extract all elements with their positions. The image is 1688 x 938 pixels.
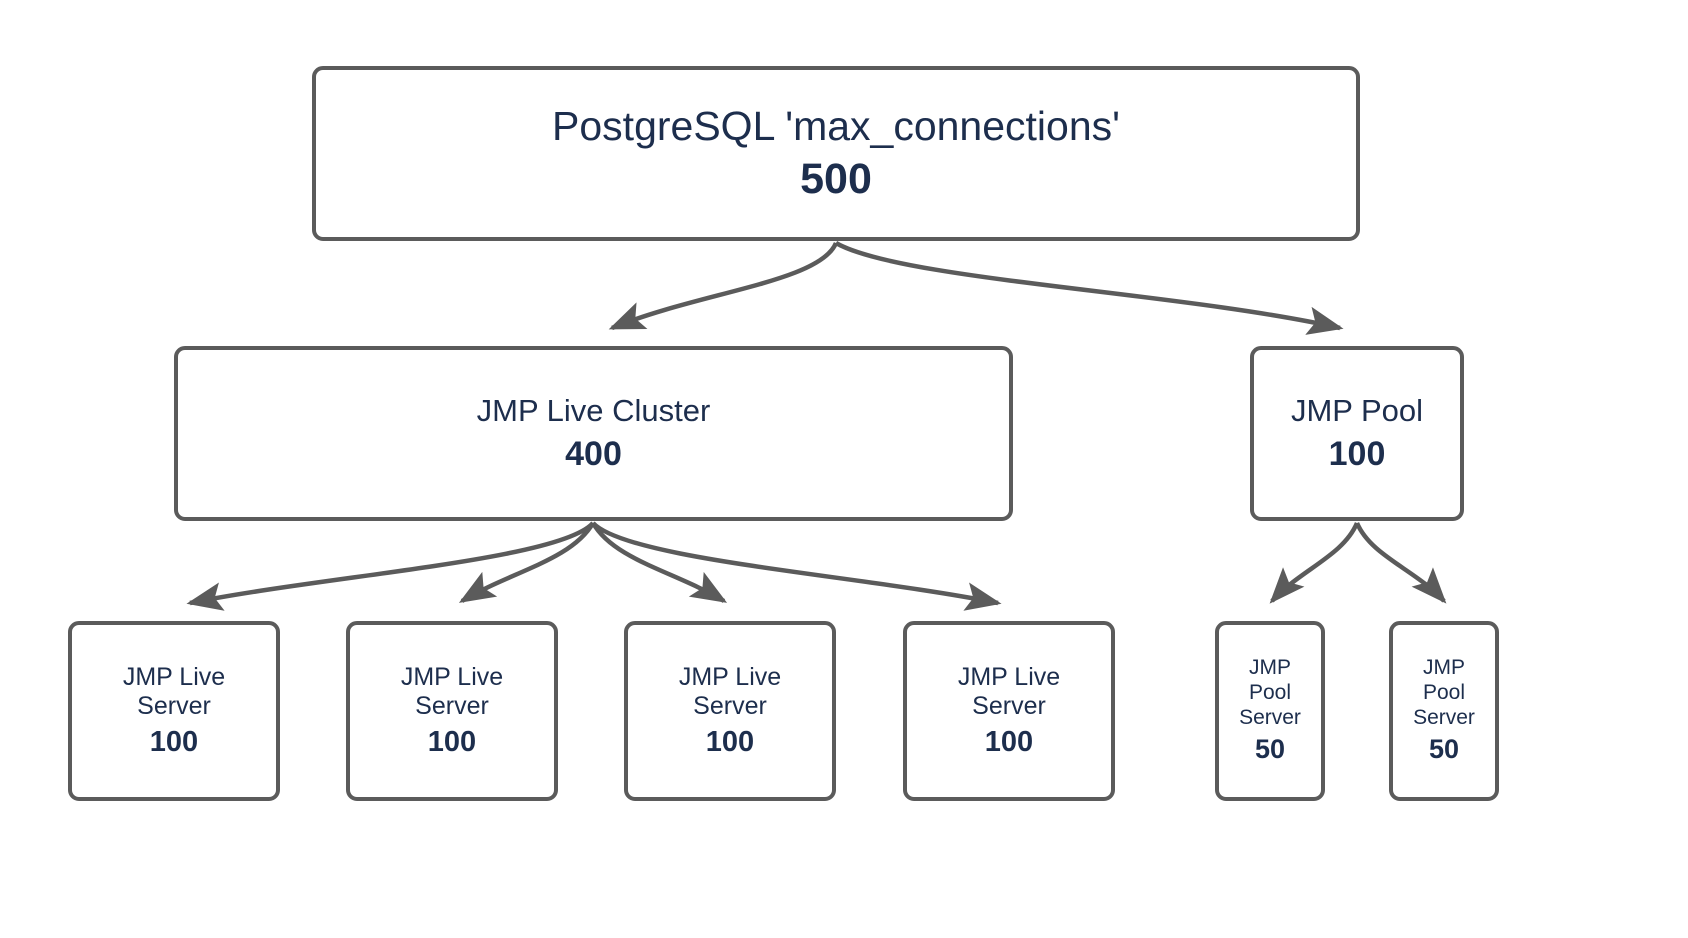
edge-root-to-cluster bbox=[608, 241, 839, 331]
node-jmp-pool-server-1[interactable]: JMP Pool Server 50 bbox=[1215, 621, 1325, 801]
node-jmp-pool[interactable]: JMP Pool 100 bbox=[1250, 346, 1464, 521]
node-jmp-live-server-1[interactable]: JMP Live Server 100 bbox=[68, 621, 280, 801]
node-postgresql-max-connections[interactable]: PostgreSQL 'max_connections' 500 bbox=[312, 66, 1360, 241]
edge-cluster-to-live-1 bbox=[186, 521, 595, 611]
node-label: PostgreSQL 'max_connections' bbox=[552, 102, 1120, 149]
edge-root-to-pool bbox=[834, 241, 1344, 335]
node-value: 100 bbox=[427, 725, 477, 758]
edge-cluster-to-live-2 bbox=[458, 521, 595, 603]
node-jmp-live-server-4[interactable]: JMP Live Server 100 bbox=[903, 621, 1115, 801]
node-label: JMP Pool Server bbox=[1413, 656, 1475, 729]
node-label: JMP Pool Server bbox=[1239, 656, 1301, 729]
edge-pool-to-poolserver-2 bbox=[1354, 522, 1447, 604]
node-value: 100 bbox=[705, 725, 755, 758]
node-value: 100 bbox=[984, 725, 1034, 758]
node-jmp-pool-server-2[interactable]: JMP Pool Server 50 bbox=[1389, 621, 1499, 801]
node-label: JMP Live Server bbox=[400, 662, 504, 721]
node-jmp-live-cluster[interactable]: JMP Live Cluster 400 bbox=[174, 346, 1013, 521]
node-value: 500 bbox=[800, 155, 872, 204]
node-value: 50 bbox=[1254, 733, 1286, 764]
node-label: JMP Live Server bbox=[122, 662, 226, 721]
edge-pool-to-poolserver-1 bbox=[1269, 522, 1360, 604]
node-label: JMP Live Server bbox=[957, 662, 1061, 721]
node-jmp-live-server-3[interactable]: JMP Live Server 100 bbox=[624, 621, 836, 801]
node-label: JMP Live Cluster bbox=[476, 393, 711, 429]
node-label: JMP Pool bbox=[1290, 393, 1424, 429]
edge-cluster-to-live-3 bbox=[591, 521, 728, 603]
node-value: 100 bbox=[1328, 434, 1386, 473]
edge-cluster-to-live-4 bbox=[591, 521, 1002, 611]
node-value: 400 bbox=[565, 434, 622, 473]
node-label: JMP Live Server bbox=[678, 662, 782, 721]
node-value: 100 bbox=[149, 725, 199, 758]
node-value: 50 bbox=[1428, 733, 1460, 764]
node-jmp-live-server-2[interactable]: JMP Live Server 100 bbox=[346, 621, 558, 801]
